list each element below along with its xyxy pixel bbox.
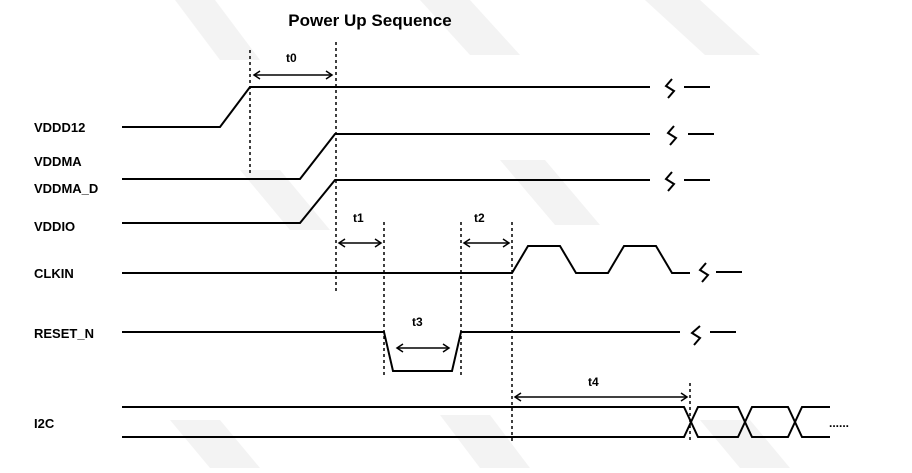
timing-label-t4: t4 bbox=[588, 375, 599, 389]
diagram-title: Power Up Sequence bbox=[288, 11, 451, 30]
signal-label-vddd12: VDDD12 bbox=[34, 120, 85, 135]
waveform-clkin bbox=[122, 245, 742, 283]
timing-label-t1: t1 bbox=[353, 211, 364, 225]
signal-label-vddio: VDDIO bbox=[34, 219, 75, 234]
signal-label-clkin: CLKIN bbox=[34, 266, 74, 281]
timing-arrow-t2: t2 bbox=[462, 211, 511, 248]
signal-label-reset-n: RESET_N bbox=[34, 326, 94, 341]
waveform-vddd12 bbox=[122, 78, 710, 128]
timing-label-t0: t0 bbox=[286, 51, 297, 65]
waveform-reset-n bbox=[122, 325, 736, 372]
timing-arrow-t0: t0 bbox=[252, 51, 334, 80]
timing-arrow-t4: t4 bbox=[513, 375, 689, 402]
timing-label-t2: t2 bbox=[474, 211, 485, 225]
timing-arrow-t3: t3 bbox=[395, 315, 451, 353]
waveform-vddma bbox=[122, 125, 714, 180]
signal-label-i2c: I2C bbox=[34, 416, 55, 431]
waveform-vddio bbox=[122, 171, 710, 224]
i2c-continuation-dots: ...... bbox=[829, 416, 849, 430]
timing-label-t3: t3 bbox=[412, 315, 423, 329]
signal-label-vddma: VDDMA bbox=[34, 154, 82, 169]
waveform-i2c: ...... bbox=[122, 406, 849, 438]
timing-markers bbox=[249, 42, 691, 442]
signal-label-vddma-d: VDDMA_D bbox=[34, 181, 98, 196]
timing-arrow-t1: t1 bbox=[337, 211, 383, 248]
watermark bbox=[170, 0, 790, 468]
